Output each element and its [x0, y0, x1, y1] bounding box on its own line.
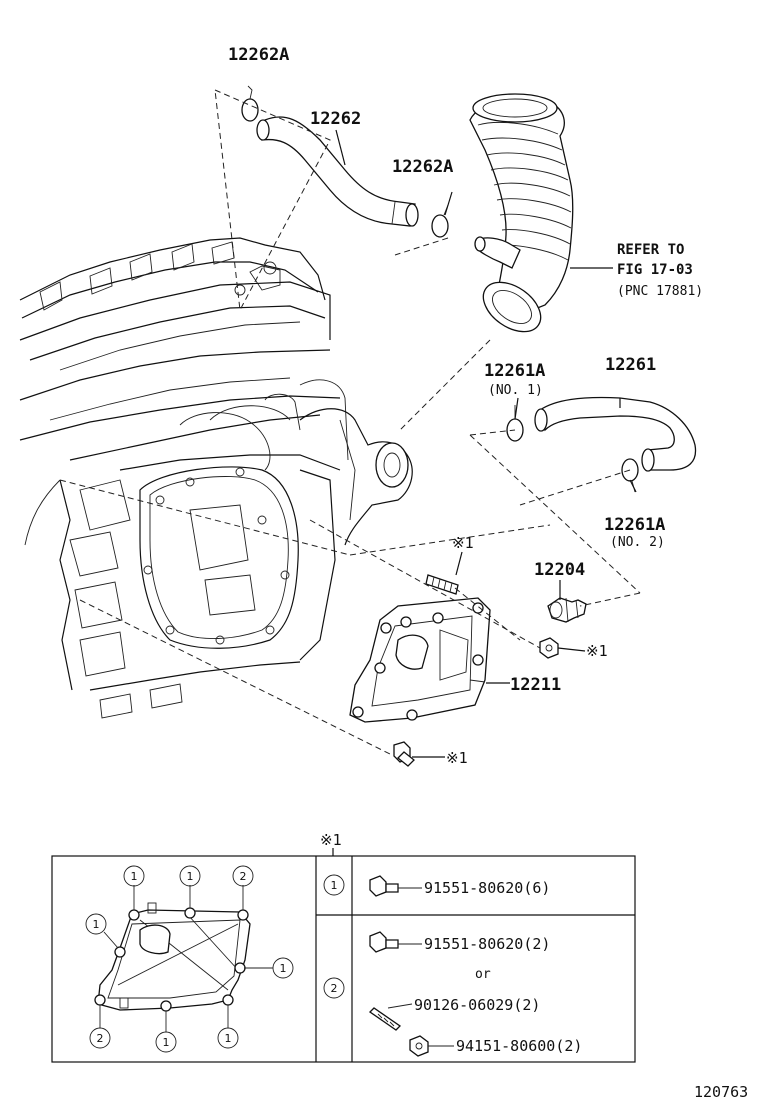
clamp-12262a-upper	[241, 85, 259, 122]
label-12204: 12204	[534, 560, 585, 580]
label-nut-marker: ※1	[586, 642, 608, 660]
hose-12262	[256, 116, 419, 227]
refer-line2: FIG 17-03	[617, 262, 693, 278]
fastener-table: ※1 1 91551-80620(6) 2 91551-80620(2) or	[51, 831, 636, 1063]
figure-number: 120763	[694, 1083, 748, 1101]
refer-line1: REFER TO	[617, 242, 684, 258]
row1-key: 1	[331, 879, 338, 892]
engine-block-illustration	[19, 237, 413, 719]
callout-3: 2	[240, 870, 247, 883]
row2-or: or	[475, 967, 491, 982]
clamp-12262a-lower	[431, 204, 449, 238]
row1-key-circle	[323, 874, 345, 896]
refer-line3: (PNC 17881)	[617, 284, 703, 299]
label-12261a-no2-sub: (NO. 2)	[610, 535, 665, 550]
row2-key: 2	[331, 982, 338, 995]
stud-bolt	[425, 574, 459, 595]
row2-part-a: 91551-80620(2)	[424, 935, 550, 953]
table-header-marker: ※1	[320, 831, 342, 849]
air-intake-hose-bellows	[469, 93, 574, 333]
callout-4: 1	[93, 918, 100, 931]
row2-part-c: 94151-80600(2)	[456, 1037, 582, 1055]
row2-key-circle	[323, 977, 345, 999]
label-12261a-no2: 12261A	[604, 515, 665, 535]
label-12261a-no1-sub: (NO. 1)	[488, 383, 543, 398]
callout-8: 1	[225, 1032, 232, 1045]
flange-bolt	[393, 741, 415, 767]
callout-leaders	[335, 129, 637, 758]
assembly-leader-lines	[59, 89, 641, 757]
label-12262a-lower: 12262A	[392, 157, 453, 177]
stud-icon	[368, 1007, 402, 1031]
row1-part: 91551-80620(6)	[424, 879, 550, 897]
bolt-icon	[369, 875, 399, 897]
separator-case-detail: 1 1 2 1 1 2 1 1	[85, 865, 294, 1053]
label-stud-marker: ※1	[452, 534, 474, 552]
oil-separator-case-12211	[349, 597, 491, 723]
label-12262a-upper: 12262A	[228, 45, 289, 65]
bolt-icon	[369, 931, 399, 953]
label-bolt-marker: ※1	[446, 749, 468, 767]
label-12211: 12211	[510, 675, 561, 695]
label-12261: 12261	[605, 355, 656, 375]
hose-12261	[534, 396, 697, 472]
label-12261a-no1: 12261A	[484, 361, 545, 381]
callout-5: 1	[280, 962, 287, 975]
label-12262: 12262	[310, 109, 361, 129]
pcv-valve-12204	[547, 597, 587, 623]
nut	[539, 637, 559, 659]
callout-7: 1	[163, 1036, 170, 1049]
callout-2: 1	[187, 870, 194, 883]
callout-6: 2	[97, 1032, 104, 1045]
row2-part-b: 90126-06029(2)	[414, 996, 540, 1014]
clamp-12261a-no1	[506, 405, 524, 442]
nut-icon	[409, 1035, 429, 1057]
clamp-12261a-no2	[621, 458, 639, 493]
callout-1: 1	[131, 870, 138, 883]
